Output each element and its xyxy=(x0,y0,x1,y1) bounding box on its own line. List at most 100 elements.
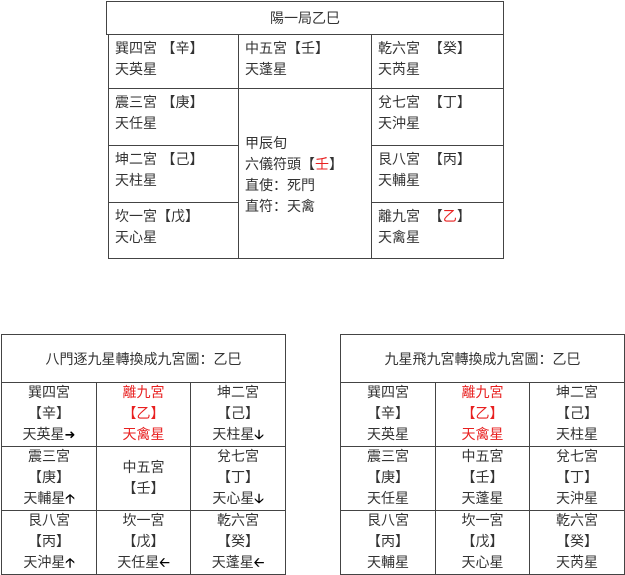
stem: 【壬】 xyxy=(462,468,504,489)
palace: 坤二宮 xyxy=(556,383,598,404)
palace: 震三宮 xyxy=(367,447,409,468)
stem: 【丙】 xyxy=(28,532,70,553)
palace: 中五宮 xyxy=(245,41,287,57)
star: 天任星🡠 xyxy=(117,553,170,574)
star-text: 天沖星 xyxy=(23,555,66,571)
grid-cell: 坎一宮【戊】天任星🡠 xyxy=(96,510,191,575)
star-text: 天蓬星 xyxy=(461,491,504,507)
palace-text: 艮八宮 xyxy=(28,513,70,529)
stem: 【己】 xyxy=(556,404,598,425)
fu-tou-stem: 壬 xyxy=(315,157,329,173)
cell-zhong: 中五宮【壬】天蓬星 xyxy=(238,34,372,89)
star-text: 天輔星 xyxy=(23,491,66,507)
star: 天心星🡣 xyxy=(212,489,263,510)
palace-text: 乾六宮 xyxy=(556,513,598,529)
stem-text: 【乙】 xyxy=(461,406,504,422)
palace: 兌七宮 xyxy=(378,95,420,111)
star-text: 天英星 xyxy=(367,427,409,443)
stem: 【丁】 xyxy=(556,468,598,489)
arrow-icon: 🡣 xyxy=(254,492,264,507)
star: 天心星 xyxy=(462,553,504,574)
star: 天輔星 xyxy=(367,553,409,574)
star: 天芮星 xyxy=(378,62,420,78)
bracket: 】 xyxy=(456,209,471,225)
stem-text: 【庚】 xyxy=(367,470,409,486)
grid-cell: 中五宮【壬】 xyxy=(96,446,191,511)
star: 天蓬星 xyxy=(462,489,504,510)
stem-text: 【壬】 xyxy=(122,480,165,497)
grid-cell: 坎一宮【戊】天心星 xyxy=(435,510,530,575)
arrow-icon: 🡡 xyxy=(65,556,75,571)
grid-cell: 艮八宮【丙】天沖星🡡 xyxy=(1,510,97,575)
stem-text: 【己】 xyxy=(217,406,259,422)
palace-text: 兌七宮 xyxy=(556,449,598,465)
palace-text: 乾六宮 xyxy=(217,513,259,529)
palace: 艮八宮 xyxy=(28,511,70,532)
cell-kun: 坤二宮 【己】天柱星 xyxy=(108,145,239,203)
star-text: 天任星 xyxy=(367,491,409,507)
stem: 【丙】 xyxy=(428,152,471,168)
stem: 【辛】 xyxy=(367,404,409,425)
star: 天柱星 xyxy=(115,173,157,189)
grid-cell: 兌七宮【丁】天心星🡣 xyxy=(190,446,286,511)
cell-xun: 巽四宮 【辛】天英星 xyxy=(108,34,239,89)
star: 天禽星 xyxy=(378,230,420,246)
star: 天蓬星 xyxy=(245,62,287,78)
star: 天輔星🡡 xyxy=(23,489,74,510)
arrow-icon: ➜ xyxy=(64,428,76,443)
stem-text: 【己】 xyxy=(556,406,598,422)
palace: 坤二宮 xyxy=(115,152,157,168)
star-text: 天任星 xyxy=(117,555,160,571)
stem: 【辛】 xyxy=(28,404,70,425)
stem: 【庚】 xyxy=(161,95,204,111)
palace-text: 離九宮 xyxy=(461,385,504,401)
fu-tou: 六儀符頭【壬】 xyxy=(245,155,365,176)
star: 天英星 xyxy=(367,425,409,446)
palace-text: 艮八宮 xyxy=(367,513,409,529)
star-text: 天柱星 xyxy=(212,427,255,443)
palace: 乾六宮 xyxy=(217,511,259,532)
palace: 震三宮 xyxy=(115,95,157,111)
cell-dui: 兌七宮 【丁】天沖星 xyxy=(371,88,504,146)
stem: 【己】 xyxy=(161,152,204,168)
stem: 【庚】 xyxy=(28,468,70,489)
palace-text: 震三宮 xyxy=(367,449,409,465)
star: 天任星 xyxy=(367,489,409,510)
star-text: 天心星 xyxy=(212,491,255,507)
stem: 【乙】 xyxy=(462,404,504,425)
stem: 【丁】 xyxy=(428,95,471,111)
arrow-icon: 🡣 xyxy=(254,428,264,443)
palace: 巽四宮 xyxy=(28,383,70,404)
palace: 離九宮 xyxy=(378,209,420,225)
star-text: 天蓬星 xyxy=(211,555,254,571)
star-text: 天沖星 xyxy=(556,491,598,507)
palace: 艮八宮 xyxy=(378,152,420,168)
cell-li: 離九宮 【乙】天禽星 xyxy=(371,202,504,259)
stem: 【戊】 xyxy=(123,532,165,553)
grid-cell: 乾六宮【癸】天蓬星🡠 xyxy=(190,510,286,575)
palace-text: 坎一宮 xyxy=(461,513,504,529)
arrow-icon: 🡠 xyxy=(253,556,265,571)
palace-text: 兌七宮 xyxy=(217,449,259,465)
palace: 坎一宮 xyxy=(462,511,504,532)
star-text: 天英星 xyxy=(22,427,65,443)
stem: 【戊】 xyxy=(157,209,199,225)
stem-text: 【丁】 xyxy=(556,470,598,486)
grid-cell: 坤二宮【己】天柱星🡣 xyxy=(190,382,286,447)
palace: 中五宮 xyxy=(462,447,504,468)
palace: 巽四宮 xyxy=(115,41,157,57)
palace-text: 坎一宮 xyxy=(122,513,165,529)
grid-title: 九星飛九宮轉換成九宮圖：乙巳 xyxy=(340,334,625,383)
stem: 乙 xyxy=(442,209,457,225)
stem: 【壬】 xyxy=(287,41,329,57)
grid-cell: 離九宮【乙】天禽星 xyxy=(96,382,191,447)
palace-text: 中五宮 xyxy=(122,459,165,476)
stem-text: 【辛】 xyxy=(28,406,70,422)
palace: 中五宮 xyxy=(123,458,165,479)
star: 天輔星 xyxy=(378,173,420,189)
star: 天沖星🡡 xyxy=(23,553,74,574)
grid-cell: 乾六宮【癸】天芮星 xyxy=(529,510,625,575)
stem-text: 【丙】 xyxy=(28,534,70,550)
star: 天沖星 xyxy=(378,116,420,132)
palace: 坤二宮 xyxy=(217,383,259,404)
